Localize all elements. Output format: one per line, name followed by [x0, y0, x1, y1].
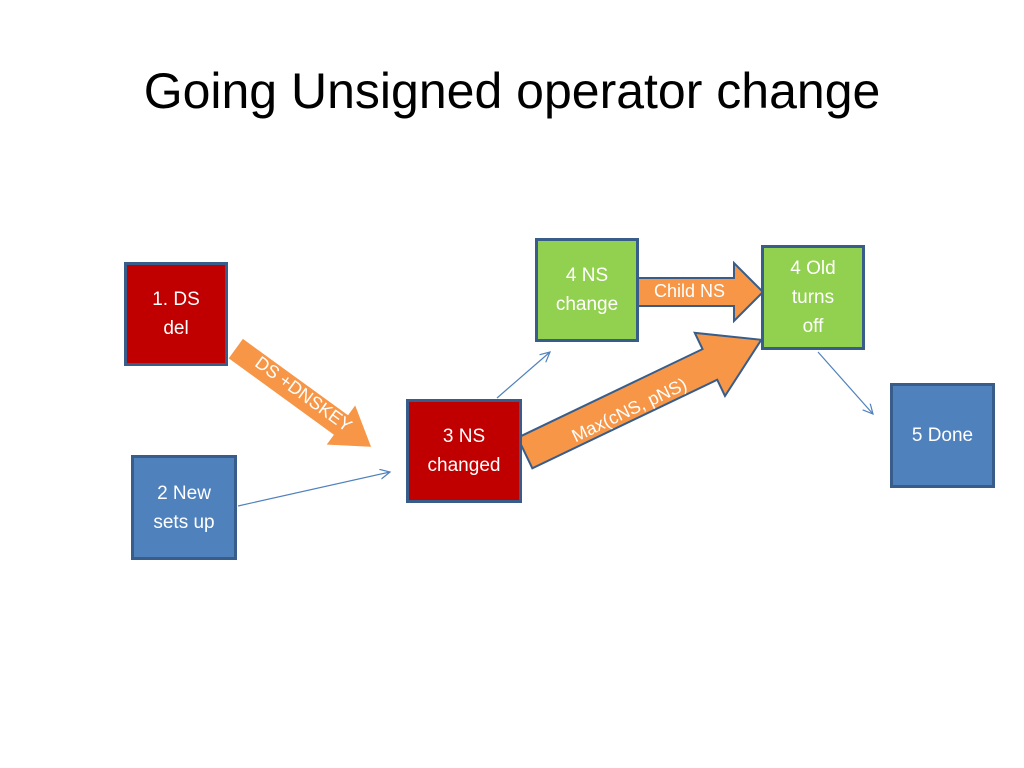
arrow-child-ns [637, 260, 765, 324]
arrow-ds-dnskey [225, 336, 375, 450]
box-new-sets-up: 2 New sets up [131, 455, 237, 560]
box-ds-del: 1. DS del [124, 262, 228, 366]
connector-changed-to-nschange [496, 352, 550, 399]
box-ns-changed: 3 NS changed [406, 399, 522, 503]
box-ns-change: 4 NS change [535, 238, 639, 342]
connector-new-to-changed [237, 472, 390, 507]
connector-old-to-done [817, 351, 873, 414]
box-old-turns-off: 4 Old turns off [761, 245, 865, 350]
arrow-label-child-ns: Child NS [654, 281, 726, 301]
box-done: 5 Done [890, 383, 995, 488]
arrow-max [516, 331, 764, 470]
page-title: Going Unsigned operator change [143, 63, 881, 119]
